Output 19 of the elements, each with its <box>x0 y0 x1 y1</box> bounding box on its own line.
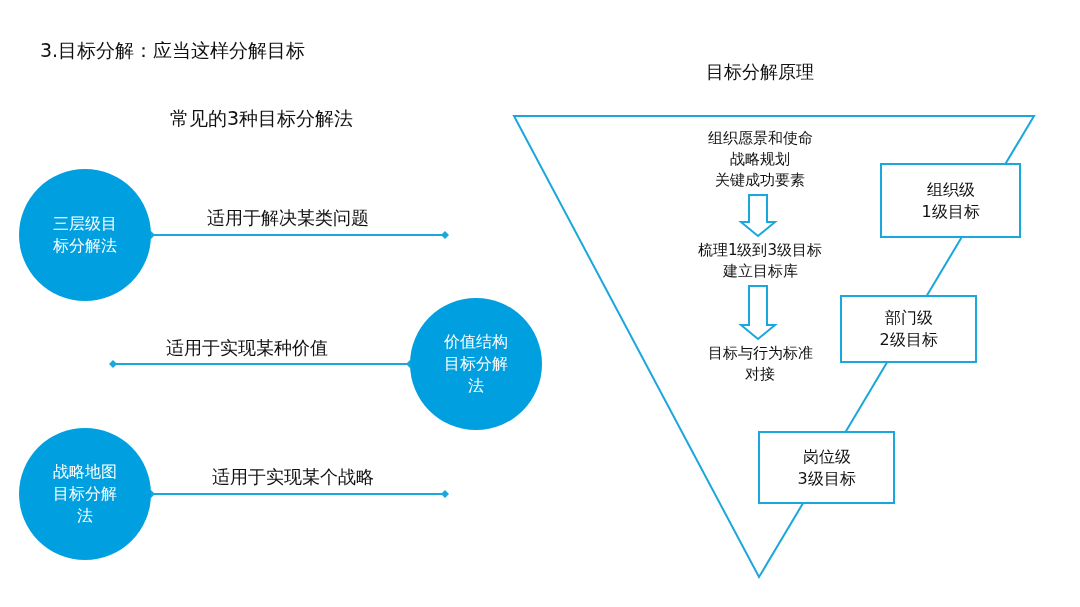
step-text: 建立目标库 <box>722 261 798 282</box>
step-text: 目标与行为标准对接 <box>706 343 814 385</box>
page-title: 3.目标分解：应当这样分解目标 <box>40 38 306 63</box>
method-circle: 三层级目标分解法 <box>19 169 151 301</box>
edge-label: 适用于实现某个战略 <box>210 465 376 489</box>
method-circle: 战略地图目标分解法 <box>19 428 151 560</box>
step-text: 战略规划 <box>730 149 790 170</box>
diagram-heading: 目标分解原理 <box>705 60 815 84</box>
section-heading: 常见的3种目标分解法 <box>170 106 354 131</box>
level-box: 部门级 2级目标 <box>840 295 977 363</box>
hollow-arrow <box>738 194 778 238</box>
method-circle: 价值结构目标分解法 <box>410 298 542 430</box>
edge-label: 适用于实现某种价值 <box>164 336 330 360</box>
level-box: 岗位级 3级目标 <box>758 431 895 504</box>
step-text: 梳理1级到3级目标 <box>697 240 823 261</box>
hollow-arrow <box>738 285 778 341</box>
edge-label: 适用于解决某类问题 <box>205 206 371 230</box>
step-text: 组织愿景和使命 <box>707 128 813 149</box>
step-text: 关键成功要素 <box>715 170 805 191</box>
